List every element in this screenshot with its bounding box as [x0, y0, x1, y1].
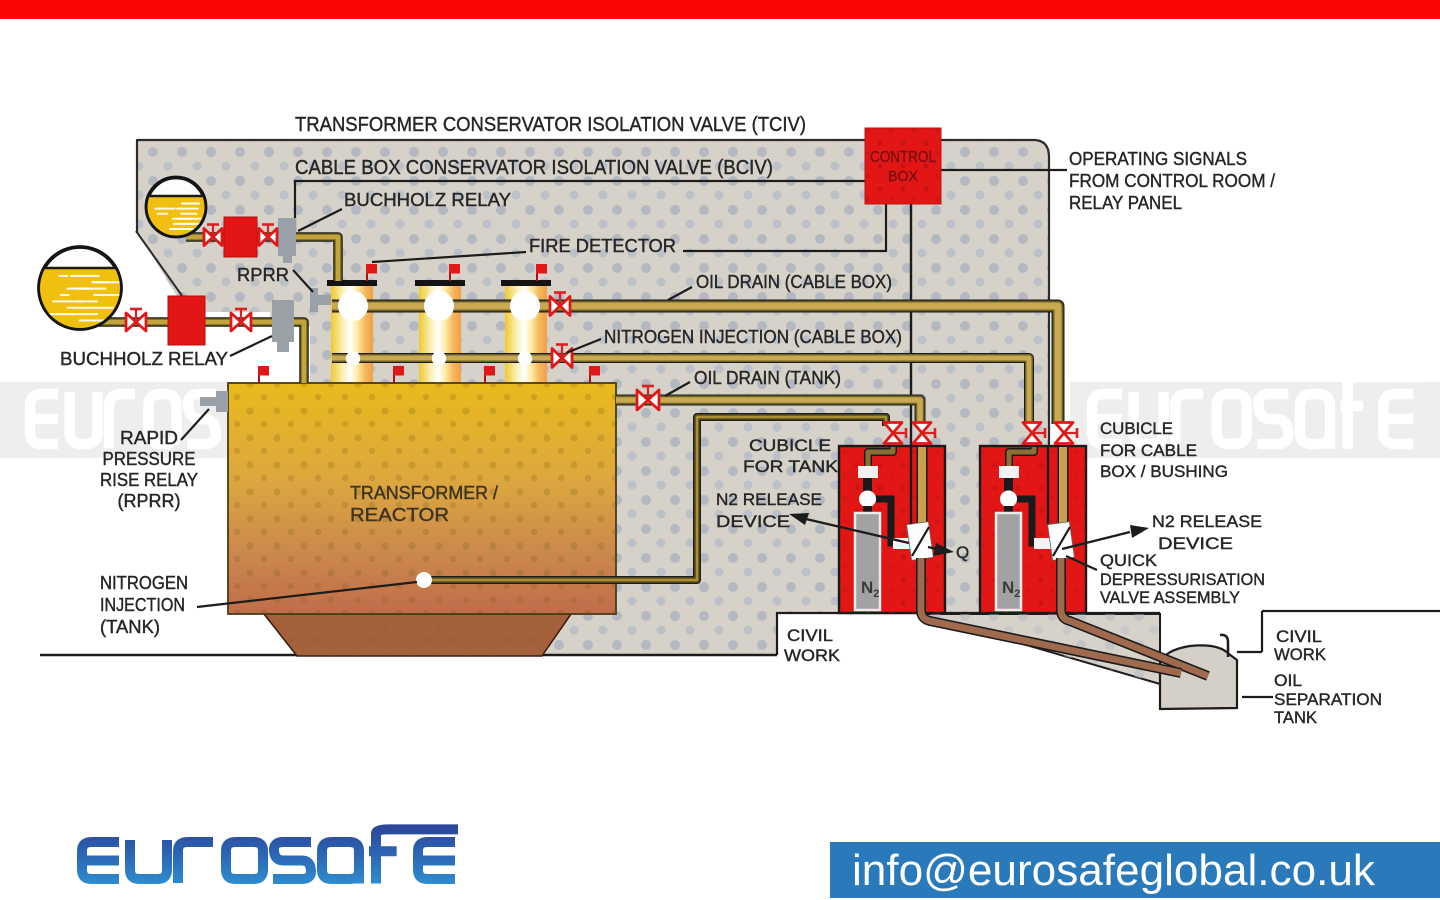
- svg-text:BOX: BOX: [888, 168, 918, 185]
- svg-text:NITROGEN: NITROGEN: [100, 573, 188, 593]
- svg-text:TANK: TANK: [1274, 708, 1318, 727]
- svg-text:INJECTION: INJECTION: [100, 595, 185, 615]
- svg-text:CIVIL: CIVIL: [787, 626, 833, 645]
- svg-text:DEPRESSURISATION: DEPRESSURISATION: [1100, 570, 1265, 589]
- svg-text:N2 RELEASE: N2 RELEASE: [1152, 512, 1262, 531]
- svg-text:RISE RELAY: RISE RELAY: [100, 470, 198, 490]
- svg-text:FOR TANK: FOR TANK: [743, 457, 839, 476]
- svg-text:CIVIL: CIVIL: [1276, 627, 1322, 646]
- svg-text:TRANSFORMER /: TRANSFORMER /: [350, 483, 498, 503]
- svg-text:CUBICLE: CUBICLE: [1100, 419, 1173, 438]
- svg-text:WORK: WORK: [784, 646, 841, 665]
- svg-text:Q: Q: [956, 543, 969, 562]
- svg-text:(RPRR): (RPRR): [118, 491, 181, 511]
- svg-text:info@eurosafeglobal.co.uk: info@eurosafeglobal.co.uk: [852, 846, 1376, 895]
- svg-text:N2 RELEASE: N2 RELEASE: [716, 490, 822, 509]
- svg-text:RPRR: RPRR: [237, 265, 289, 285]
- svg-text:OPERATING SIGNALS: OPERATING SIGNALS: [1069, 149, 1247, 169]
- svg-text:FROM CONTROL ROOM /: FROM CONTROL ROOM /: [1069, 171, 1275, 191]
- svg-text:CUBICLE: CUBICLE: [749, 436, 831, 455]
- svg-text:FOR CABLE: FOR CABLE: [1100, 441, 1197, 460]
- svg-text:CABLE BOX CONSERVATOR ISOLATIO: CABLE BOX CONSERVATOR ISOLATION VALVE (B…: [295, 157, 773, 179]
- svg-text:DEVICE: DEVICE: [1158, 534, 1233, 553]
- svg-text:OIL DRAIN (TANK): OIL DRAIN (TANK): [694, 368, 841, 388]
- svg-text:RELAY PANEL: RELAY PANEL: [1069, 193, 1182, 213]
- svg-text:BUCHHOLZ RELAY: BUCHHOLZ RELAY: [60, 349, 228, 369]
- svg-text:(TANK): (TANK): [100, 617, 160, 637]
- svg-text:OIL DRAIN (CABLE BOX): OIL DRAIN (CABLE BOX): [696, 272, 892, 292]
- svg-text:BOX / BUSHING: BOX / BUSHING: [1100, 462, 1228, 481]
- svg-text:NITROGEN INJECTION (CABLE BOX): NITROGEN INJECTION (CABLE BOX): [604, 327, 902, 347]
- svg-text:VALVE ASSEMBLY: VALVE ASSEMBLY: [1100, 588, 1240, 607]
- svg-text:CONTROL: CONTROL: [870, 149, 936, 166]
- svg-text:TRANSFORMER CONSERVATOR ISOLAT: TRANSFORMER CONSERVATOR ISOLATION VALVE …: [295, 114, 806, 136]
- svg-text:SEPARATION: SEPARATION: [1274, 690, 1382, 709]
- svg-text:BUCHHOLZ RELAY: BUCHHOLZ RELAY: [344, 190, 511, 210]
- svg-text:WORK: WORK: [1274, 645, 1327, 664]
- svg-text:FIRE DETECTOR: FIRE DETECTOR: [529, 236, 676, 256]
- svg-text:OIL: OIL: [1274, 671, 1302, 690]
- svg-text:DEVICE: DEVICE: [716, 512, 790, 531]
- svg-text:REACTOR: REACTOR: [350, 505, 449, 525]
- svg-text:RAPID: RAPID: [120, 428, 178, 448]
- svg-text:PRESSURE: PRESSURE: [103, 449, 196, 469]
- svg-text:QUICK: QUICK: [1100, 551, 1158, 570]
